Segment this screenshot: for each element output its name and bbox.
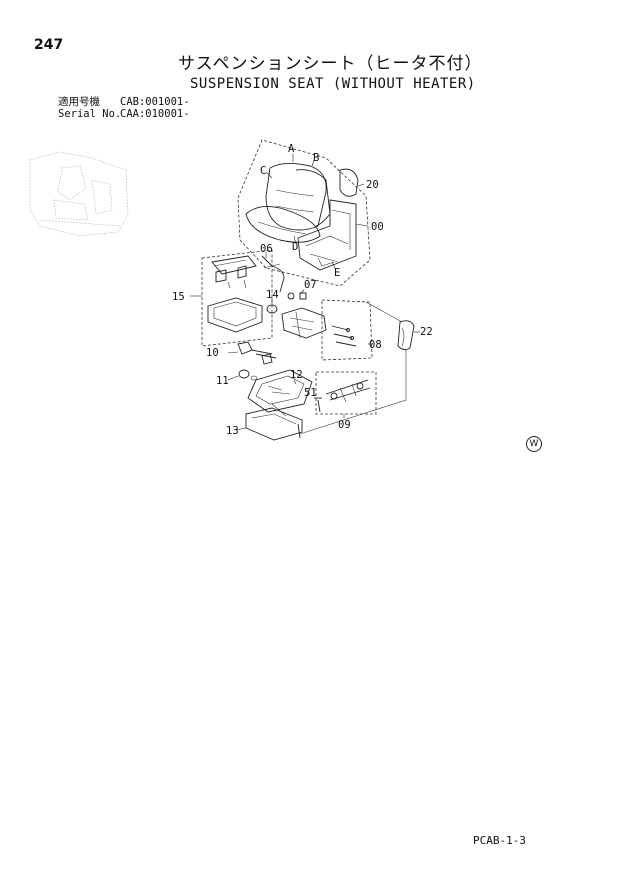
callout-20: 20 (366, 179, 379, 191)
title-japanese: サスペンションシート（ヒータ不付） (178, 54, 483, 74)
callout-E: E (334, 267, 340, 279)
part-51 (314, 397, 322, 413)
base-frame-group (190, 249, 273, 347)
machine-thumbnail (29, 151, 129, 237)
callout-A: A (288, 143, 295, 155)
callout-14: 14 (266, 289, 279, 301)
page-number: 247 (34, 37, 64, 53)
title-english: SUSPENSION SEAT (WITHOUT HEATER) (190, 76, 476, 92)
w-mark-badge: W (526, 436, 542, 452)
part-06 (261, 252, 285, 293)
callout-11: 11 (216, 375, 229, 387)
part-12 (247, 369, 313, 413)
serial-value: CAA:010001- (120, 108, 190, 120)
part-22 (299, 301, 420, 435)
part-14 (266, 298, 278, 314)
callout-B: B (313, 152, 319, 164)
serial-label: 適用号機 (58, 96, 100, 108)
serial-value: CAB:001001- (120, 96, 190, 108)
footer-code: PCAB-1-3 (473, 834, 526, 847)
callout-51: 51 (304, 387, 317, 399)
callout-08: 08 (369, 339, 382, 351)
callout-D: D (292, 241, 298, 253)
callout-09: 09 (338, 419, 351, 431)
part-07 (287, 289, 307, 300)
part-09 (315, 371, 377, 418)
suspension-mechanism (281, 299, 373, 361)
callout-10: 10 (206, 347, 219, 359)
serial-label: Serial No. (58, 108, 122, 120)
serial-row-cab: 適用号機 CAB:001001- (58, 97, 190, 108)
part-13 (235, 403, 303, 441)
callout-C: C (260, 165, 266, 177)
serial-row-caa: Serial No.CAA:010001- (58, 109, 190, 120)
callout-22: 22 (420, 326, 433, 338)
callout-06: 06 (260, 243, 273, 255)
seat-assembly-group (237, 139, 371, 287)
callout-13: 13 (226, 425, 239, 437)
callout-12: 12 (290, 369, 303, 381)
part-11 (227, 369, 258, 381)
part-10 (227, 341, 277, 365)
callout-15: 15 (172, 291, 185, 303)
callout-07: 07 (304, 279, 317, 291)
callout-00: 00 (371, 221, 384, 233)
